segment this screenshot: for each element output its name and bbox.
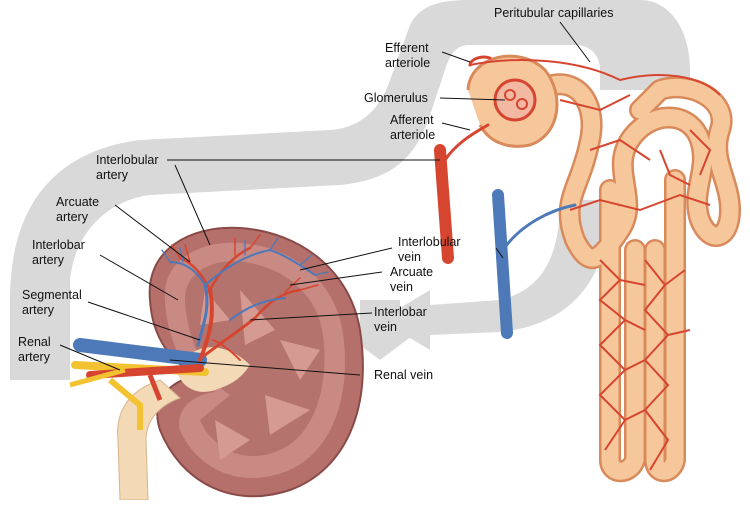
label-efferent-arteriole-line2: arteriole <box>385 56 430 70</box>
label-afferent-arteriole-line2: arteriole <box>390 128 435 142</box>
label-arcuate-vein-line2: vein <box>390 280 413 294</box>
label-renal-artery-line2: artery <box>18 350 51 364</box>
nephron-vessels <box>434 55 577 339</box>
label-segmental-artery-line2: artery <box>22 303 55 317</box>
label-interlobar-artery-line2: artery <box>32 253 65 267</box>
peritubular-capillaries <box>469 59 721 471</box>
labels: Peritubular capillaries Efferent arterio… <box>18 6 614 382</box>
label-interlobar-artery-line1: Interlobar <box>32 238 85 252</box>
label-interlobular-artery-line2: artery <box>96 168 129 182</box>
label-interlobular-artery-line1: Interlobular <box>96 153 159 167</box>
label-arcuate-vein-line1: Arcuate <box>390 265 433 279</box>
label-arcuate-artery-line1: Arcuate <box>56 195 99 209</box>
label-afferent-arteriole-line1: Afferent <box>390 113 434 127</box>
label-interlobular-vein-line1: Interlobular <box>398 235 461 249</box>
label-peritubular-capillaries: Peritubular capillaries <box>494 6 614 20</box>
leader-lines <box>59 21 591 376</box>
label-efferent-arteriole-line1: Efferent <box>385 41 429 55</box>
label-interlobular-vein-line2: vein <box>398 250 421 264</box>
label-renal-vein: Renal vein <box>374 368 433 382</box>
label-interlobar-vein-line1: Interlobar <box>374 305 427 319</box>
label-interlobar-vein-line2: vein <box>374 320 397 334</box>
kidney <box>117 226 364 501</box>
label-segmental-artery-line1: Segmental <box>22 288 82 302</box>
label-renal-artery-line1: Renal <box>18 335 51 349</box>
renal-vessels <box>69 338 209 430</box>
glomerulus <box>466 54 559 148</box>
label-glomerulus: Glomerulus <box>364 91 428 105</box>
label-arcuate-artery-line2: artery <box>56 210 89 224</box>
